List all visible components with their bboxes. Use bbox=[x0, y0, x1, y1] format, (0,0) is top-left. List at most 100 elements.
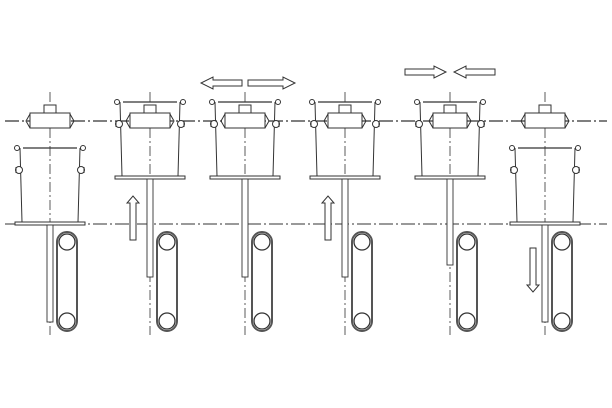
gripper-body bbox=[224, 112, 266, 129]
side-lug-icon bbox=[310, 120, 318, 128]
arrow-up-icon bbox=[125, 195, 141, 241]
handle-pivot-icon bbox=[209, 99, 215, 105]
gripper-jaw-left bbox=[428, 113, 434, 129]
handle-pivot-icon bbox=[275, 99, 281, 105]
gripper-jaw-left bbox=[520, 113, 526, 129]
side-lug-icon bbox=[272, 120, 280, 128]
stage-5 bbox=[404, 65, 496, 335]
side-lug-icon bbox=[177, 120, 185, 128]
bottom-pulley-icon bbox=[58, 312, 76, 330]
gripper-body bbox=[129, 112, 171, 129]
top-pulley-icon bbox=[158, 233, 176, 251]
arrow-left-icon bbox=[199, 76, 243, 90]
stage-6 bbox=[509, 92, 581, 335]
bottom-pulley-icon bbox=[158, 312, 176, 330]
arrow-up-icon bbox=[320, 195, 336, 241]
stage-1 bbox=[14, 92, 86, 335]
gripper bbox=[220, 104, 270, 129]
bucket bbox=[114, 99, 186, 180]
gripper-jaw-left bbox=[25, 113, 31, 129]
belt bbox=[456, 231, 478, 332]
gripper-jaw-right bbox=[169, 113, 175, 129]
arrow-down-icon bbox=[525, 247, 541, 293]
side-lug-icon bbox=[477, 120, 485, 128]
handle-pivot-icon bbox=[575, 145, 581, 151]
belt bbox=[351, 231, 373, 332]
handle-pivot-icon bbox=[309, 99, 315, 105]
side-lug-icon bbox=[415, 120, 423, 128]
gripper-jaw-right bbox=[264, 113, 270, 129]
gripper-jaw-right bbox=[466, 113, 472, 129]
stage-3 bbox=[199, 76, 297, 335]
side-lug-icon bbox=[77, 166, 85, 174]
top-pulley-icon bbox=[353, 233, 371, 251]
gripper-knob bbox=[43, 104, 57, 114]
handle-pivot-icon bbox=[509, 145, 515, 151]
gripper bbox=[428, 104, 472, 129]
gripper-knob bbox=[538, 104, 552, 114]
gripper-knob bbox=[143, 104, 157, 114]
belt bbox=[251, 231, 273, 332]
top-pulley-icon bbox=[553, 233, 571, 251]
gripper-knob bbox=[238, 104, 252, 114]
lift-rod bbox=[46, 224, 54, 323]
belt-drive bbox=[351, 231, 373, 332]
gripper bbox=[125, 104, 175, 129]
gripper-knob bbox=[338, 104, 352, 114]
stage-2 bbox=[114, 92, 186, 335]
handle-pivot-icon bbox=[480, 99, 486, 105]
handle-pivot-icon bbox=[414, 99, 420, 105]
handle-pivot-icon bbox=[14, 145, 20, 151]
arrow-left-icon bbox=[452, 65, 496, 79]
gripper-body bbox=[327, 112, 363, 129]
bottom-pulley-icon bbox=[353, 312, 371, 330]
belt bbox=[551, 231, 573, 332]
arrow-right-icon bbox=[404, 65, 448, 79]
side-lug-icon bbox=[572, 166, 580, 174]
bucket bbox=[509, 145, 581, 226]
handle-pivot-icon bbox=[80, 145, 86, 151]
gripper-body bbox=[432, 112, 468, 129]
lift-rod bbox=[341, 178, 349, 278]
belt-drive bbox=[56, 231, 78, 332]
belt bbox=[56, 231, 78, 332]
side-lug-icon bbox=[372, 120, 380, 128]
gripper bbox=[25, 104, 75, 129]
gripper-knob bbox=[443, 104, 457, 114]
top-pulley-icon bbox=[58, 233, 76, 251]
top-pulley-icon bbox=[458, 233, 476, 251]
belt-drive bbox=[251, 231, 273, 332]
arrow-right-icon bbox=[247, 76, 297, 90]
lift-rod bbox=[446, 178, 454, 266]
side-lug-icon bbox=[210, 120, 218, 128]
gripper-body bbox=[29, 112, 71, 129]
lift-rod bbox=[241, 178, 249, 278]
belt-drive bbox=[156, 231, 178, 332]
belt bbox=[156, 231, 178, 332]
gripper-jaw-left bbox=[125, 113, 131, 129]
bottom-pulley-icon bbox=[458, 312, 476, 330]
gripper bbox=[520, 104, 570, 129]
handle-pivot-icon bbox=[180, 99, 186, 105]
gripper-jaw-right bbox=[69, 113, 75, 129]
handle-pivot-icon bbox=[375, 99, 381, 105]
bucket bbox=[414, 99, 486, 180]
bucket bbox=[209, 99, 281, 180]
stage-4 bbox=[309, 92, 381, 335]
handle-pivot-icon bbox=[114, 99, 120, 105]
bucket bbox=[14, 145, 86, 226]
gripper-jaw-right bbox=[361, 113, 367, 129]
gripper bbox=[323, 104, 367, 129]
gripper-jaw-left bbox=[220, 113, 226, 129]
side-lug-icon bbox=[115, 120, 123, 128]
gripper-jaw-left bbox=[323, 113, 329, 129]
bottom-pulley-icon bbox=[553, 312, 571, 330]
side-lug-icon bbox=[15, 166, 23, 174]
gripper-jaw-right bbox=[564, 113, 570, 129]
lift-rod bbox=[146, 178, 154, 278]
belt-drive bbox=[456, 231, 478, 332]
gripper-body bbox=[524, 112, 566, 129]
side-lug-icon bbox=[510, 166, 518, 174]
top-pulley-icon bbox=[253, 233, 271, 251]
